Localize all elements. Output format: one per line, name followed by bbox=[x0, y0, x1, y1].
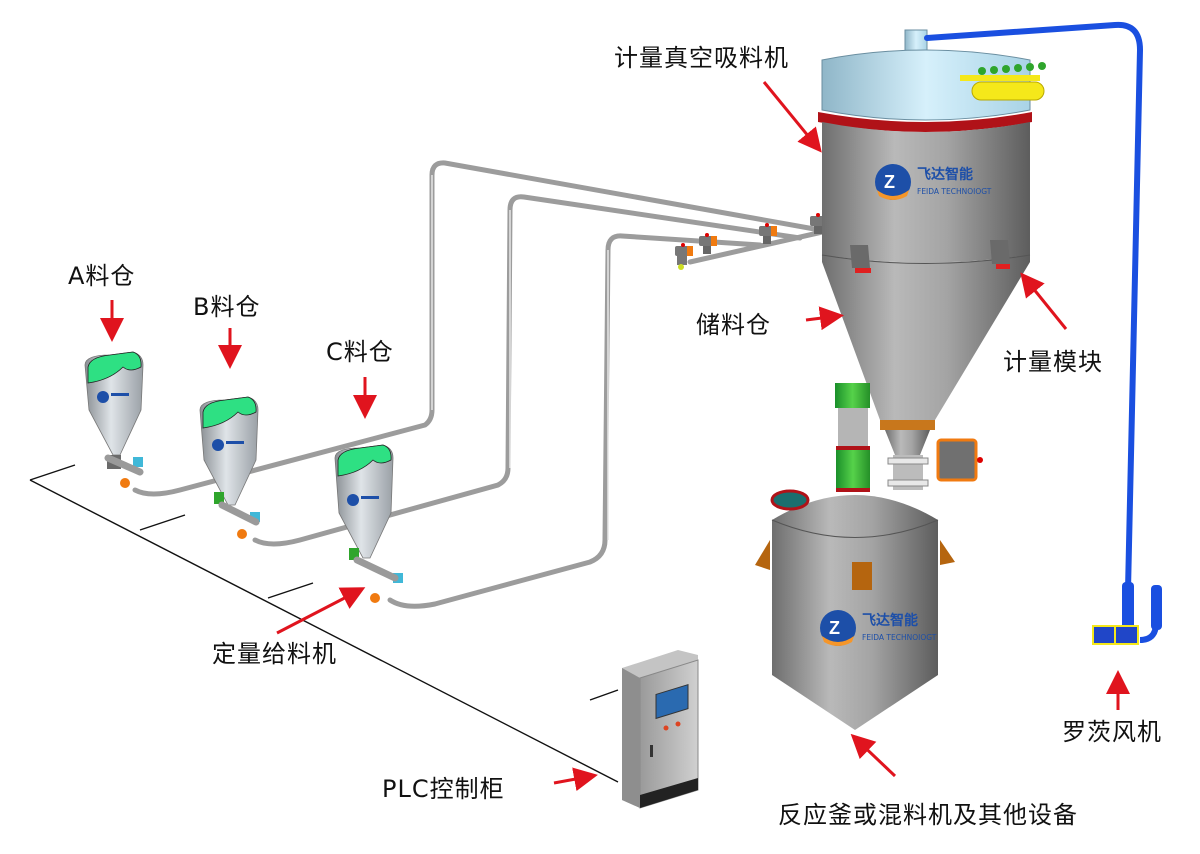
weighing-modules bbox=[850, 240, 1010, 273]
svg-text:Z: Z bbox=[884, 172, 895, 192]
label-weighing-module: 计量模块 bbox=[1003, 348, 1103, 376]
label-screw-feeder: 定量给料机 bbox=[212, 640, 337, 668]
roots-blower bbox=[1092, 582, 1162, 645]
callout-arrows bbox=[100, 81, 1130, 792]
label-bin-c: C料仓 bbox=[326, 338, 394, 366]
plc-cabinet bbox=[622, 650, 699, 809]
label-reactor: 反应釜或混料机及其他设备 bbox=[778, 801, 1078, 829]
vacuum-line bbox=[924, 21, 1144, 593]
conveying-pipes bbox=[132, 160, 843, 609]
brand-name-cn: 飞达智能 bbox=[862, 612, 918, 629]
brand-logo-reactor: Z 飞达智能 FEIDA TECHNOIOGT bbox=[820, 610, 937, 646]
label-plc-cabinet: PLC控制柜 bbox=[382, 775, 505, 803]
brand-name-en: FEIDA TECHNOIOGT bbox=[862, 633, 937, 642]
brand-name-cn: 飞达智能 bbox=[917, 166, 973, 183]
svg-text:Z: Z bbox=[829, 618, 840, 638]
brand-logo-storage: Z 飞达智能 FEIDA TECHNOIOGT bbox=[875, 164, 992, 200]
label-storage-bin: 储料仓 bbox=[696, 311, 771, 339]
vacuum-loader bbox=[818, 29, 1046, 263]
label-bin-a: A料仓 bbox=[68, 262, 136, 290]
pipe-valves bbox=[675, 213, 828, 270]
floor-outline bbox=[29, 464, 619, 783]
label-bin-b: B料仓 bbox=[193, 293, 261, 321]
bin-c bbox=[334, 444, 403, 603]
screw-feeders bbox=[104, 454, 399, 582]
label-roots-blower: 罗茨风机 bbox=[1062, 718, 1162, 746]
nozzle-manifold bbox=[960, 62, 1046, 101]
reactor bbox=[755, 383, 955, 730]
brand-name-en: FEIDA TECHNOIOGT bbox=[917, 187, 992, 196]
label-vacuum-loader: 计量真空吸料机 bbox=[614, 44, 789, 72]
bin-b bbox=[199, 396, 260, 539]
storage-bin bbox=[821, 254, 1031, 490]
